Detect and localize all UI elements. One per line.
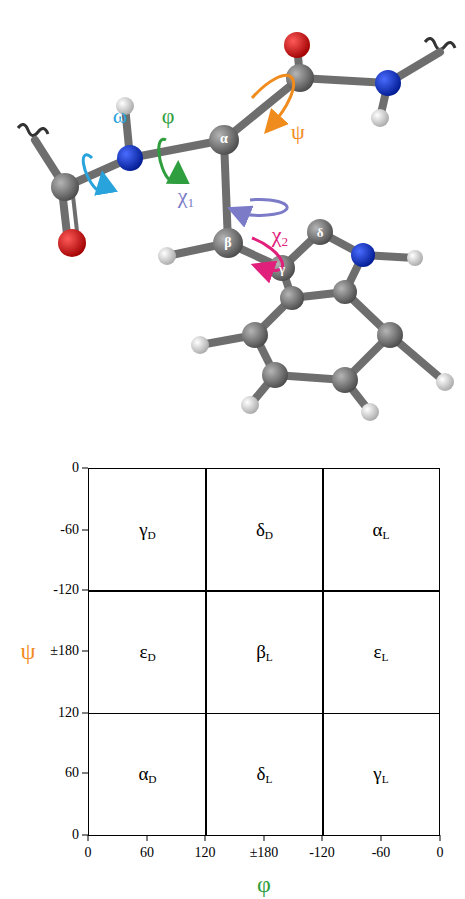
region-cell: εD — [88, 590, 207, 714]
region-cell: εL — [322, 590, 440, 714]
tick-label: 60 — [140, 846, 154, 860]
torsion-label: φ — [162, 105, 175, 127]
tick-label: 0 — [72, 828, 79, 842]
tick-label: -60 — [372, 846, 391, 860]
atom-label: α — [220, 132, 228, 146]
chi1-rotation — [238, 199, 287, 215]
tick-label: 0 — [85, 846, 92, 860]
region-label: εL — [374, 641, 389, 663]
axis-title: φ — [257, 872, 271, 896]
psi-rotation — [252, 75, 294, 125]
region-label: γD — [139, 519, 156, 541]
subscript: L — [266, 651, 273, 663]
region-label: γL — [373, 763, 388, 785]
chain-break — [18, 124, 48, 135]
region-cell: αL — [322, 468, 440, 592]
phi-rotation — [159, 139, 178, 182]
tick-label: 0 — [72, 461, 79, 475]
subscript: D — [148, 529, 156, 541]
omega-rotation — [83, 155, 104, 192]
region-label: αD — [138, 763, 156, 785]
region-label: εD — [139, 641, 155, 663]
region-cell: δL — [205, 713, 324, 836]
tick-label: ±180 — [250, 846, 279, 860]
region-label: βL — [256, 641, 273, 663]
subscript: 2 — [282, 234, 289, 249]
torsion-label: χ1 — [178, 185, 194, 209]
subscript: D — [148, 774, 156, 786]
subscript: D — [265, 529, 273, 541]
region-cell: βL — [205, 590, 324, 714]
region-label: δD — [256, 519, 273, 541]
region-cell: δD — [205, 468, 324, 592]
subscript: L — [382, 774, 389, 786]
region-cell: αD — [88, 713, 207, 836]
chain-break — [425, 38, 455, 49]
subscript: L — [383, 529, 390, 541]
torsion-label: ψ — [291, 121, 305, 143]
subscript: D — [147, 651, 155, 663]
tick-label: -120 — [53, 583, 79, 597]
region-cell: γL — [322, 713, 440, 836]
subscript: 1 — [188, 195, 195, 210]
atoms — [51, 32, 454, 421]
torsion-label: ω — [113, 105, 127, 127]
atom-label: δ — [317, 226, 324, 239]
bonds — [35, 45, 445, 412]
tick-label: -120 — [309, 846, 335, 860]
region-label: αL — [373, 519, 390, 541]
subscript: L — [265, 774, 272, 786]
region-cell: γD — [88, 468, 207, 592]
tick-label: 0 — [437, 846, 444, 860]
tick-label: 120 — [195, 846, 216, 860]
tick-label: 60 — [65, 766, 79, 780]
axis-title: ψ — [20, 639, 35, 663]
subscript: L — [382, 651, 389, 663]
region-label: δL — [257, 763, 273, 785]
torsion-label: χ2 — [272, 224, 288, 248]
atom-label: γ — [279, 262, 285, 275]
axis-ticks — [82, 468, 440, 841]
tick-label: ±180 — [50, 644, 79, 658]
tick-label: 120 — [58, 706, 79, 720]
tick-label: -60 — [60, 523, 79, 537]
atom-label: β — [224, 236, 231, 250]
